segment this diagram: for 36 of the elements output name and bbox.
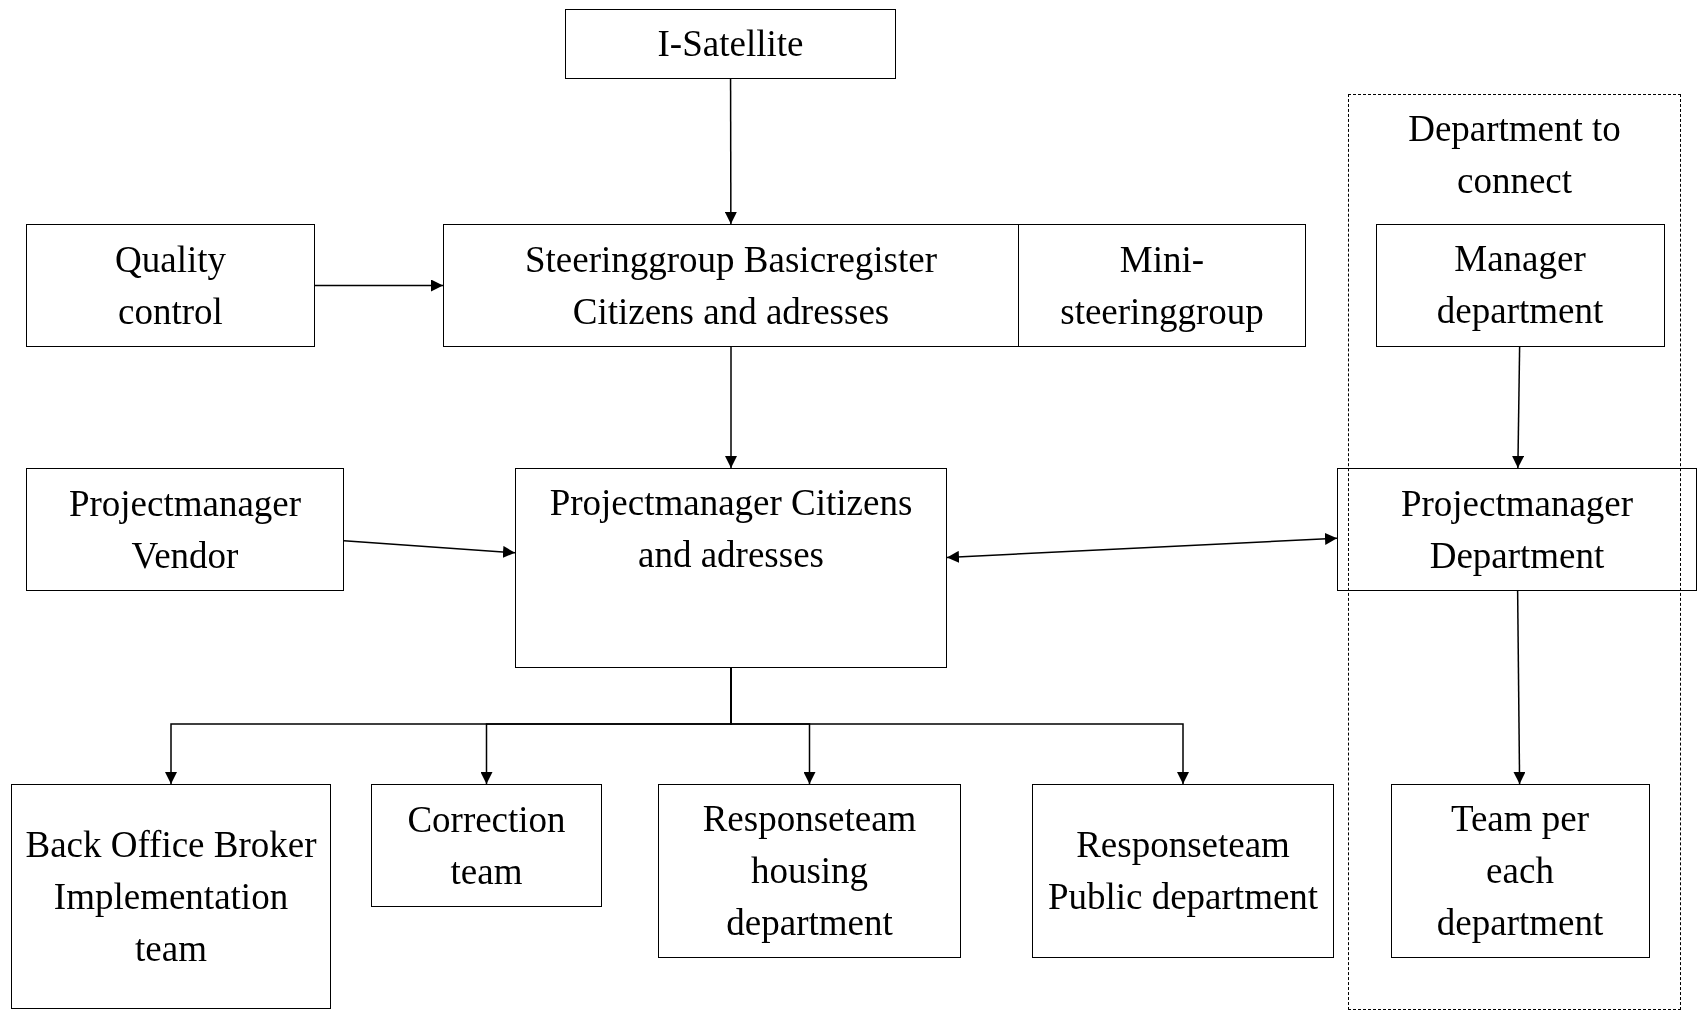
box-label: Team per each department	[1435, 796, 1605, 945]
org-box	[11, 784, 331, 1009]
org-box	[515, 468, 947, 668]
arrow	[946, 532, 1338, 563]
org-box	[1337, 468, 1697, 591]
arrow	[343, 539, 516, 558]
box-label: Quality control	[114, 237, 227, 334]
arrow	[730, 667, 1189, 785]
box-label: Manager department	[1435, 237, 1605, 333]
box-label: Steeringgroup Basicregister Citizens and adresses	[524, 237, 938, 334]
org-box	[1375, 223, 1665, 347]
box-label: Correction team	[406, 797, 567, 894]
org-box	[658, 784, 961, 958]
org-box	[26, 468, 344, 591]
box-label: Projectmanager Citizens and adresses	[548, 481, 914, 577]
dashed-group-frame	[1348, 94, 1681, 1010]
org-box	[1018, 224, 1306, 347]
arrow	[1513, 590, 1526, 785]
arrow	[1512, 346, 1525, 469]
box-label: Projectmanager Vendor	[67, 481, 303, 578]
group-title: Department to connect	[1407, 107, 1622, 203]
arrow	[724, 78, 737, 225]
box-label: Back Office Broker Implementation team	[24, 822, 318, 971]
box-label: Responseteam housing department	[701, 797, 918, 945]
org-box	[1390, 783, 1650, 958]
box-label: Projectmanager Department	[1399, 481, 1635, 578]
org-box	[26, 224, 315, 347]
box-label: Mini- steeringgroup	[1059, 237, 1265, 334]
org-box	[565, 9, 896, 79]
box-label: I-Satellite	[657, 22, 804, 66]
org-box	[1032, 784, 1334, 958]
box-label: Responseteam Public department	[1046, 823, 1320, 919]
org-box	[371, 784, 602, 907]
org-box	[443, 224, 1019, 347]
arrow	[314, 279, 444, 292]
arrow	[725, 346, 737, 469]
